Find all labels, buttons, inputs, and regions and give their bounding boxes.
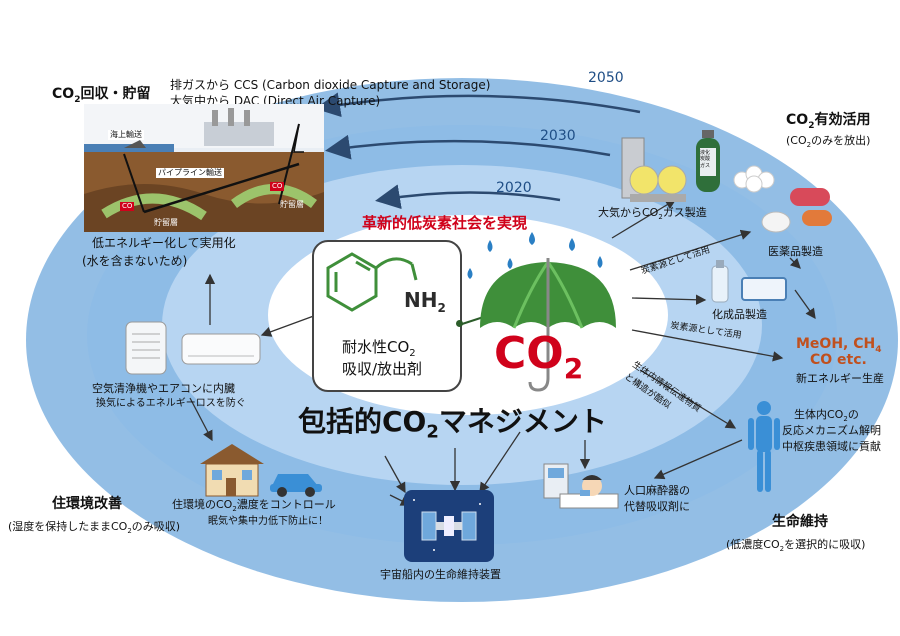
nh2-label: NH2 — [404, 288, 446, 315]
air-conditioner-icon — [181, 333, 261, 365]
living-title: 住環境改善 — [52, 496, 122, 512]
label-storage-1: 貯留層 — [154, 218, 178, 227]
capture-line1: 排ガスから CCS (Carbon dioxide Capture and St… — [170, 78, 491, 92]
tray-icon — [741, 277, 787, 301]
pharma-label: 医薬品製造 — [768, 245, 823, 258]
utilization-title: CO2有効活用 — [786, 112, 871, 131]
utilization-subtitle: (CO2のみを放出) — [786, 134, 871, 150]
life-title: 生命維持 — [772, 514, 828, 530]
capture-title: CO2回収・貯留 — [52, 86, 151, 105]
car-icon — [270, 474, 322, 497]
molecule-icon — [326, 252, 418, 312]
agent-line1: 耐水性CO2 — [342, 338, 416, 359]
control-line2: 眠気や集中力低下防止に！ — [208, 516, 328, 527]
dry-ice-icon — [733, 165, 775, 193]
human-body-icon — [748, 401, 780, 492]
umbrella-icon — [467, 232, 616, 392]
label-co2-a: CO — [120, 202, 135, 211]
body-line2: 反応メカニズム解明 — [782, 424, 881, 437]
arrow-2050 — [315, 92, 641, 118]
fuels-line2: CO etc. — [810, 352, 867, 368]
year-2020-label: 2020 — [496, 180, 532, 196]
goal-text: 革新的低炭素社会を実現 — [362, 214, 528, 232]
space-station-icon — [404, 490, 494, 562]
arrow-2030 — [325, 134, 611, 160]
body-line3: 中枢疾患領域に貢献 — [782, 440, 881, 453]
ccs-cross-section-image: 海上輸送 パイプライン輸送 CO CO 貯留層 貯留層 — [84, 104, 324, 232]
capture-note1: 低エネルギー化して実用化 — [92, 236, 236, 250]
aircon-line2: 換気によるエネルギーロスを防ぐ — [96, 398, 246, 409]
label-co2-b: CO — [270, 182, 285, 191]
arrow-2020 — [375, 184, 561, 210]
life-subtitle: (低濃度CO2を選択的に吸収) — [726, 538, 866, 554]
aircon-line1: 空気清浄機やエアコンに内臓 — [92, 382, 235, 395]
pill-icon — [761, 188, 832, 233]
chem-label: 化成品製造 — [712, 308, 767, 321]
energy-label: 新エネルギー生産 — [796, 372, 884, 385]
body-line1: 生体内CO2の — [794, 408, 859, 424]
house-icon — [200, 444, 264, 497]
anesthesia-line1: 人口麻酔器の — [624, 484, 690, 497]
year-2050-label: 2050 — [588, 70, 624, 86]
label-pipeline: パイプライン輸送 — [156, 168, 224, 178]
cylinder-label: 液化炭酸ガス — [700, 150, 711, 169]
air-purifier-icon — [125, 321, 167, 375]
co2-big-label: CO2 — [494, 328, 584, 385]
space-label: 宇宙船内の生命維持装置 — [380, 568, 501, 581]
gas-cylinder-icon — [696, 130, 720, 192]
anesthesia-patient-icon — [543, 463, 619, 509]
anesthesia-line2: 代替吸収剤に — [624, 500, 690, 513]
label-storage-2: 貯留層 — [280, 200, 304, 209]
bottle-icon — [711, 260, 729, 303]
capture-note2: (水を含まないため) — [82, 254, 188, 268]
connector-dot — [456, 320, 463, 327]
agent-line2: 吸収/放出剤 — [342, 360, 423, 378]
molecule-box: NH2 耐水性CO2 吸収/放出剤 — [312, 240, 462, 392]
label-sea-transport: 海上輸送 — [108, 130, 144, 140]
living-subtitle: (湿度を保持したままCO2のみ吸収) — [8, 520, 181, 536]
year-2030-label: 2030 — [540, 128, 576, 144]
control-line1: 住環境のCO2濃度をコントロール — [172, 498, 336, 514]
gas-plant-icon — [621, 137, 687, 202]
gas-production: 大気からCO2ガス製造 — [598, 206, 707, 222]
flow-arrows — [189, 199, 816, 506]
main-title: 包括的CO2マネジメント — [298, 405, 607, 443]
fuels-line1: MeOH, CH4 — [796, 336, 882, 355]
